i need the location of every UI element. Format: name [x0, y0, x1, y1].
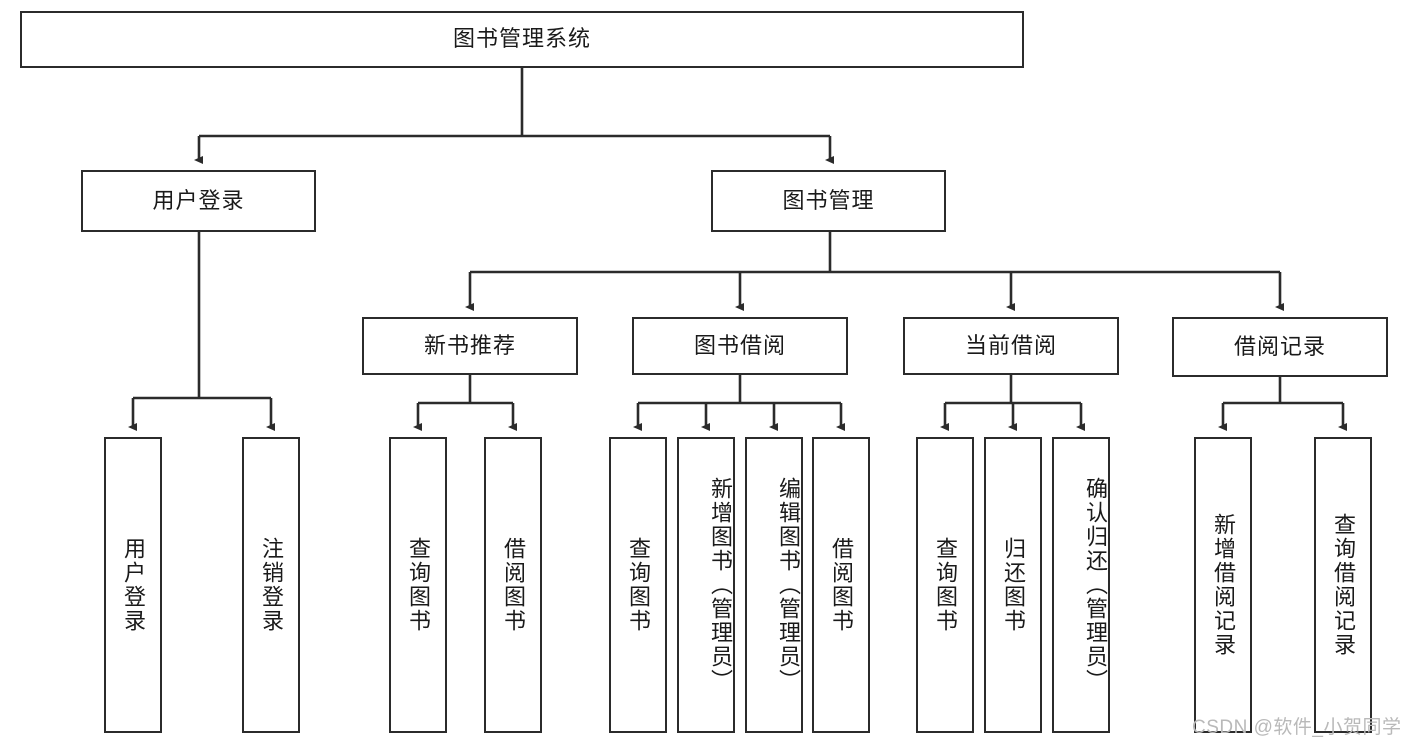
leaf-query-book-current[interactable]: 查询图书 — [916, 437, 974, 733]
leaf-add-book-admin[interactable]: 新增图书（管理员） — [677, 437, 735, 733]
node-book-borrow[interactable]: 图书借阅 — [632, 317, 848, 375]
leaf-borrow-book-recommend[interactable]: 借阅图书 — [484, 437, 542, 733]
leaf-edit-book-admin[interactable]: 编辑图书（管理员） — [745, 437, 803, 733]
leaf-logout[interactable]: 注销登录 — [242, 437, 300, 733]
leaf-user-login[interactable]: 用户登录 — [104, 437, 162, 733]
node-borrow-records[interactable]: 借阅记录 — [1172, 317, 1388, 377]
node-current-borrow[interactable]: 当前借阅 — [903, 317, 1119, 375]
leaf-borrow-book[interactable]: 借阅图书 — [812, 437, 870, 733]
leaf-query-borrow-record[interactable]: 查询借阅记录 — [1314, 437, 1372, 733]
leaf-confirm-return-admin[interactable]: 确认归还（管理员） — [1052, 437, 1110, 733]
leaf-add-borrow-record[interactable]: 新增借阅记录 — [1194, 437, 1252, 733]
node-root-system[interactable]: 图书管理系统 — [20, 11, 1024, 68]
leaf-query-book[interactable]: 查询图书 — [609, 437, 667, 733]
node-book-management[interactable]: 图书管理 — [711, 170, 946, 232]
leaf-query-book-recommend[interactable]: 查询图书 — [389, 437, 447, 733]
leaf-return-book[interactable]: 归还图书 — [984, 437, 1042, 733]
node-user-login[interactable]: 用户登录 — [81, 170, 316, 232]
node-new-book-recommend[interactable]: 新书推荐 — [362, 317, 578, 375]
